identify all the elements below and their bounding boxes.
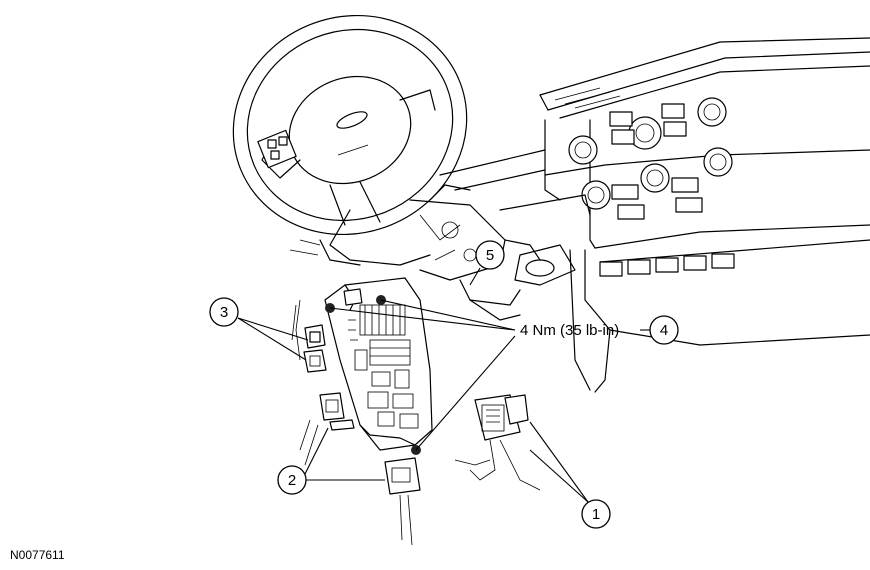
callout-5 [475,240,505,270]
switch-row [599,253,735,277]
connector-3 [291,299,327,373]
steering-wheel-switch [257,129,297,169]
connector-2 [299,392,421,546]
callout-1 [581,499,611,529]
callout-4-label: 4 [660,322,668,339]
callout-1-label: 1 [592,506,600,523]
callout-3 [209,297,239,327]
instrument-panel [439,37,870,393]
torque-spec: 4 Nm (35 lb-in) [520,322,619,339]
control-knob [703,147,733,177]
control-knob [640,163,670,193]
callout-3-label: 3 [220,304,228,321]
control-knob [628,116,662,150]
control-knob [697,97,727,127]
callout-2-label: 2 [288,472,296,489]
control-knob [581,180,611,210]
smart-junction-box [324,277,433,455]
callout-2 [277,465,307,495]
connector-1 [454,394,541,491]
steering-wheel [232,14,468,236]
callout-5-label: 5 [486,247,494,264]
figure-code: N0077611 [10,548,65,562]
callout-4 [649,315,679,345]
button-cluster [609,103,703,220]
control-knob [568,135,598,165]
fuse-grid [348,304,419,429]
